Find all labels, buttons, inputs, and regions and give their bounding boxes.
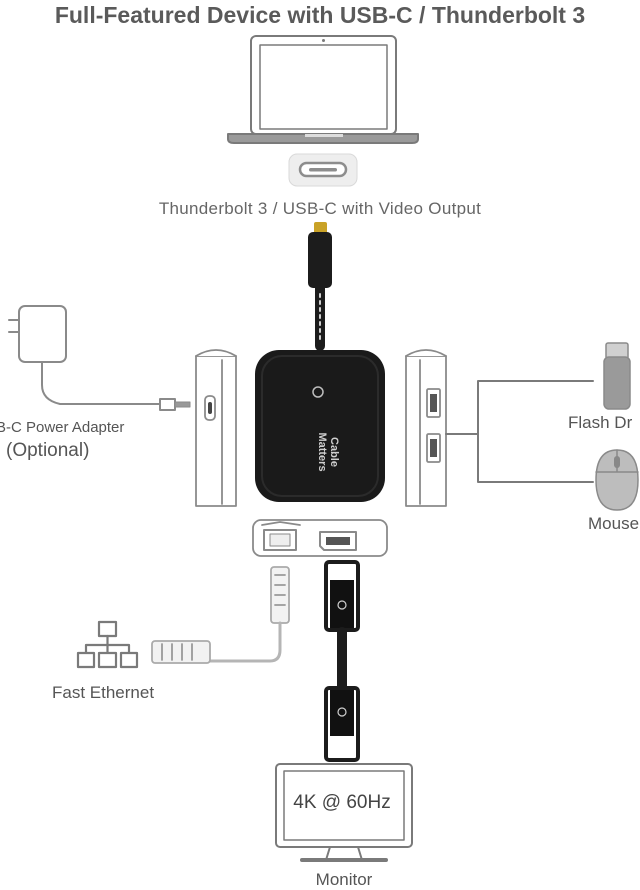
- network-icon: [76, 620, 139, 669]
- monitor-resolution: 4K @ 60Hz: [293, 792, 391, 813]
- mouse-icon: [595, 449, 639, 511]
- port-label: Thunderbolt 3 / USB-C with Video Output: [158, 199, 482, 218]
- usb-c-port-icon: [288, 153, 358, 187]
- flash-drive-label: Flash Dr: [568, 413, 633, 432]
- ethernet-cable: [151, 566, 290, 664]
- hub-left-side: [195, 349, 237, 507]
- hub-bottom-side: [252, 519, 388, 557]
- ethernet-label: Fast Ethernet: [52, 683, 155, 702]
- usb-branch-lines: [445, 380, 594, 483]
- hub-right-side: [405, 349, 447, 507]
- displayport-cable: [324, 560, 360, 762]
- monitor-label: Monitor: [315, 870, 373, 889]
- flash-drive-icon: [603, 342, 631, 410]
- thunderbolt-cable: [308, 222, 332, 351]
- diagram-title: Full-Featured Device with USB-C / Thunde…: [54, 2, 586, 28]
- hub-body: [255, 350, 385, 502]
- power-adapter-label: B-C Power Adapter: [0, 419, 125, 436]
- mouse-label: Mouse: [588, 514, 640, 533]
- laptop-icon: [227, 35, 419, 144]
- hub-brand-logo: Cable Matters: [316, 432, 340, 472]
- power-adapter-note: (Optional): [6, 440, 90, 461]
- monitor-icon: [275, 763, 413, 862]
- power-adapter-icon: [8, 305, 191, 411]
